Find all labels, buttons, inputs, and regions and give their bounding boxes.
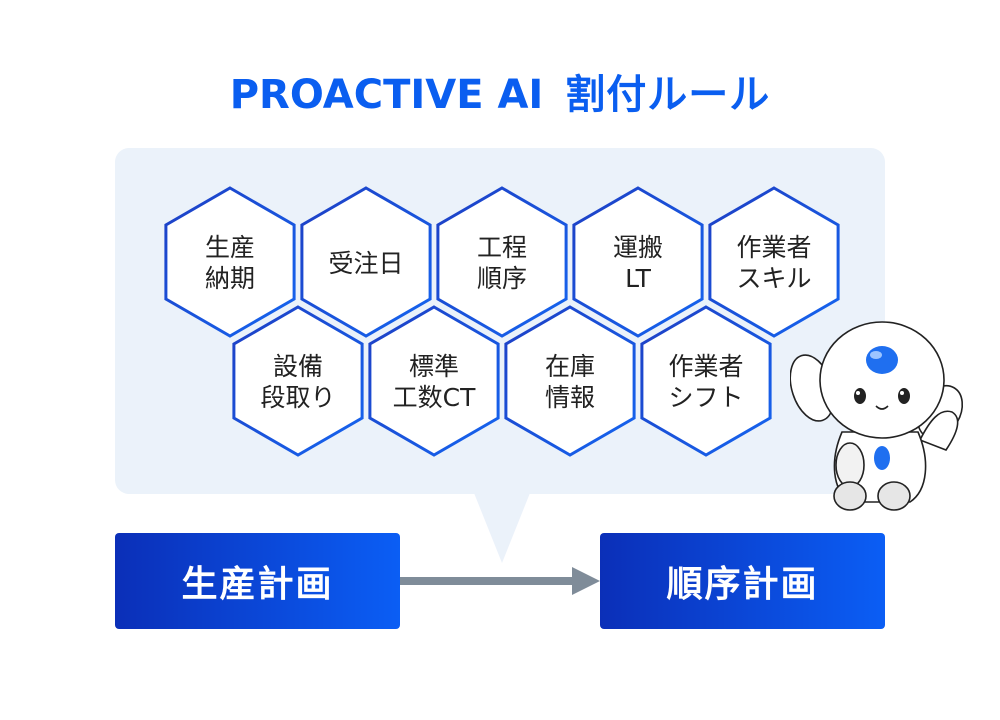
- rule-hexagon: [300, 186, 432, 338]
- brand-name: PROACTIVE AI: [229, 72, 544, 118]
- rule-label: 工程順序: [476, 233, 527, 293]
- production-plan-box: 生産計画: [115, 533, 400, 629]
- rule-label: 作業者スキル: [736, 233, 812, 293]
- robot-mascot-icon: [790, 321, 964, 511]
- rule-label: 受注日: [328, 249, 404, 278]
- rule-label: 在庫情報: [544, 352, 595, 412]
- rule-hexagon: [572, 186, 704, 338]
- rule-hexagon: [164, 186, 296, 338]
- right-arrow-icon: [400, 567, 600, 595]
- title-subtitle: 割付ルール: [565, 72, 771, 118]
- rule-label: 標準工数CT: [392, 352, 476, 412]
- sequence-plan-box: 順序計画: [600, 533, 885, 629]
- rule-hexagon: [436, 186, 568, 338]
- rule-label: 生産納期: [204, 233, 255, 293]
- rule-hexagon: [640, 305, 772, 457]
- speech-bubble-tail: [474, 493, 530, 563]
- rule-hexagon: [368, 305, 500, 457]
- rule-hexagon: [232, 305, 364, 457]
- rule-hexagon: [708, 186, 840, 338]
- rule-label: 作業者シフト: [668, 352, 744, 412]
- rule-hexagon: [504, 305, 636, 457]
- page-title: PROACTIVE AI 割付ルール: [0, 62, 1000, 120]
- rule-label: 設備段取り: [260, 352, 336, 412]
